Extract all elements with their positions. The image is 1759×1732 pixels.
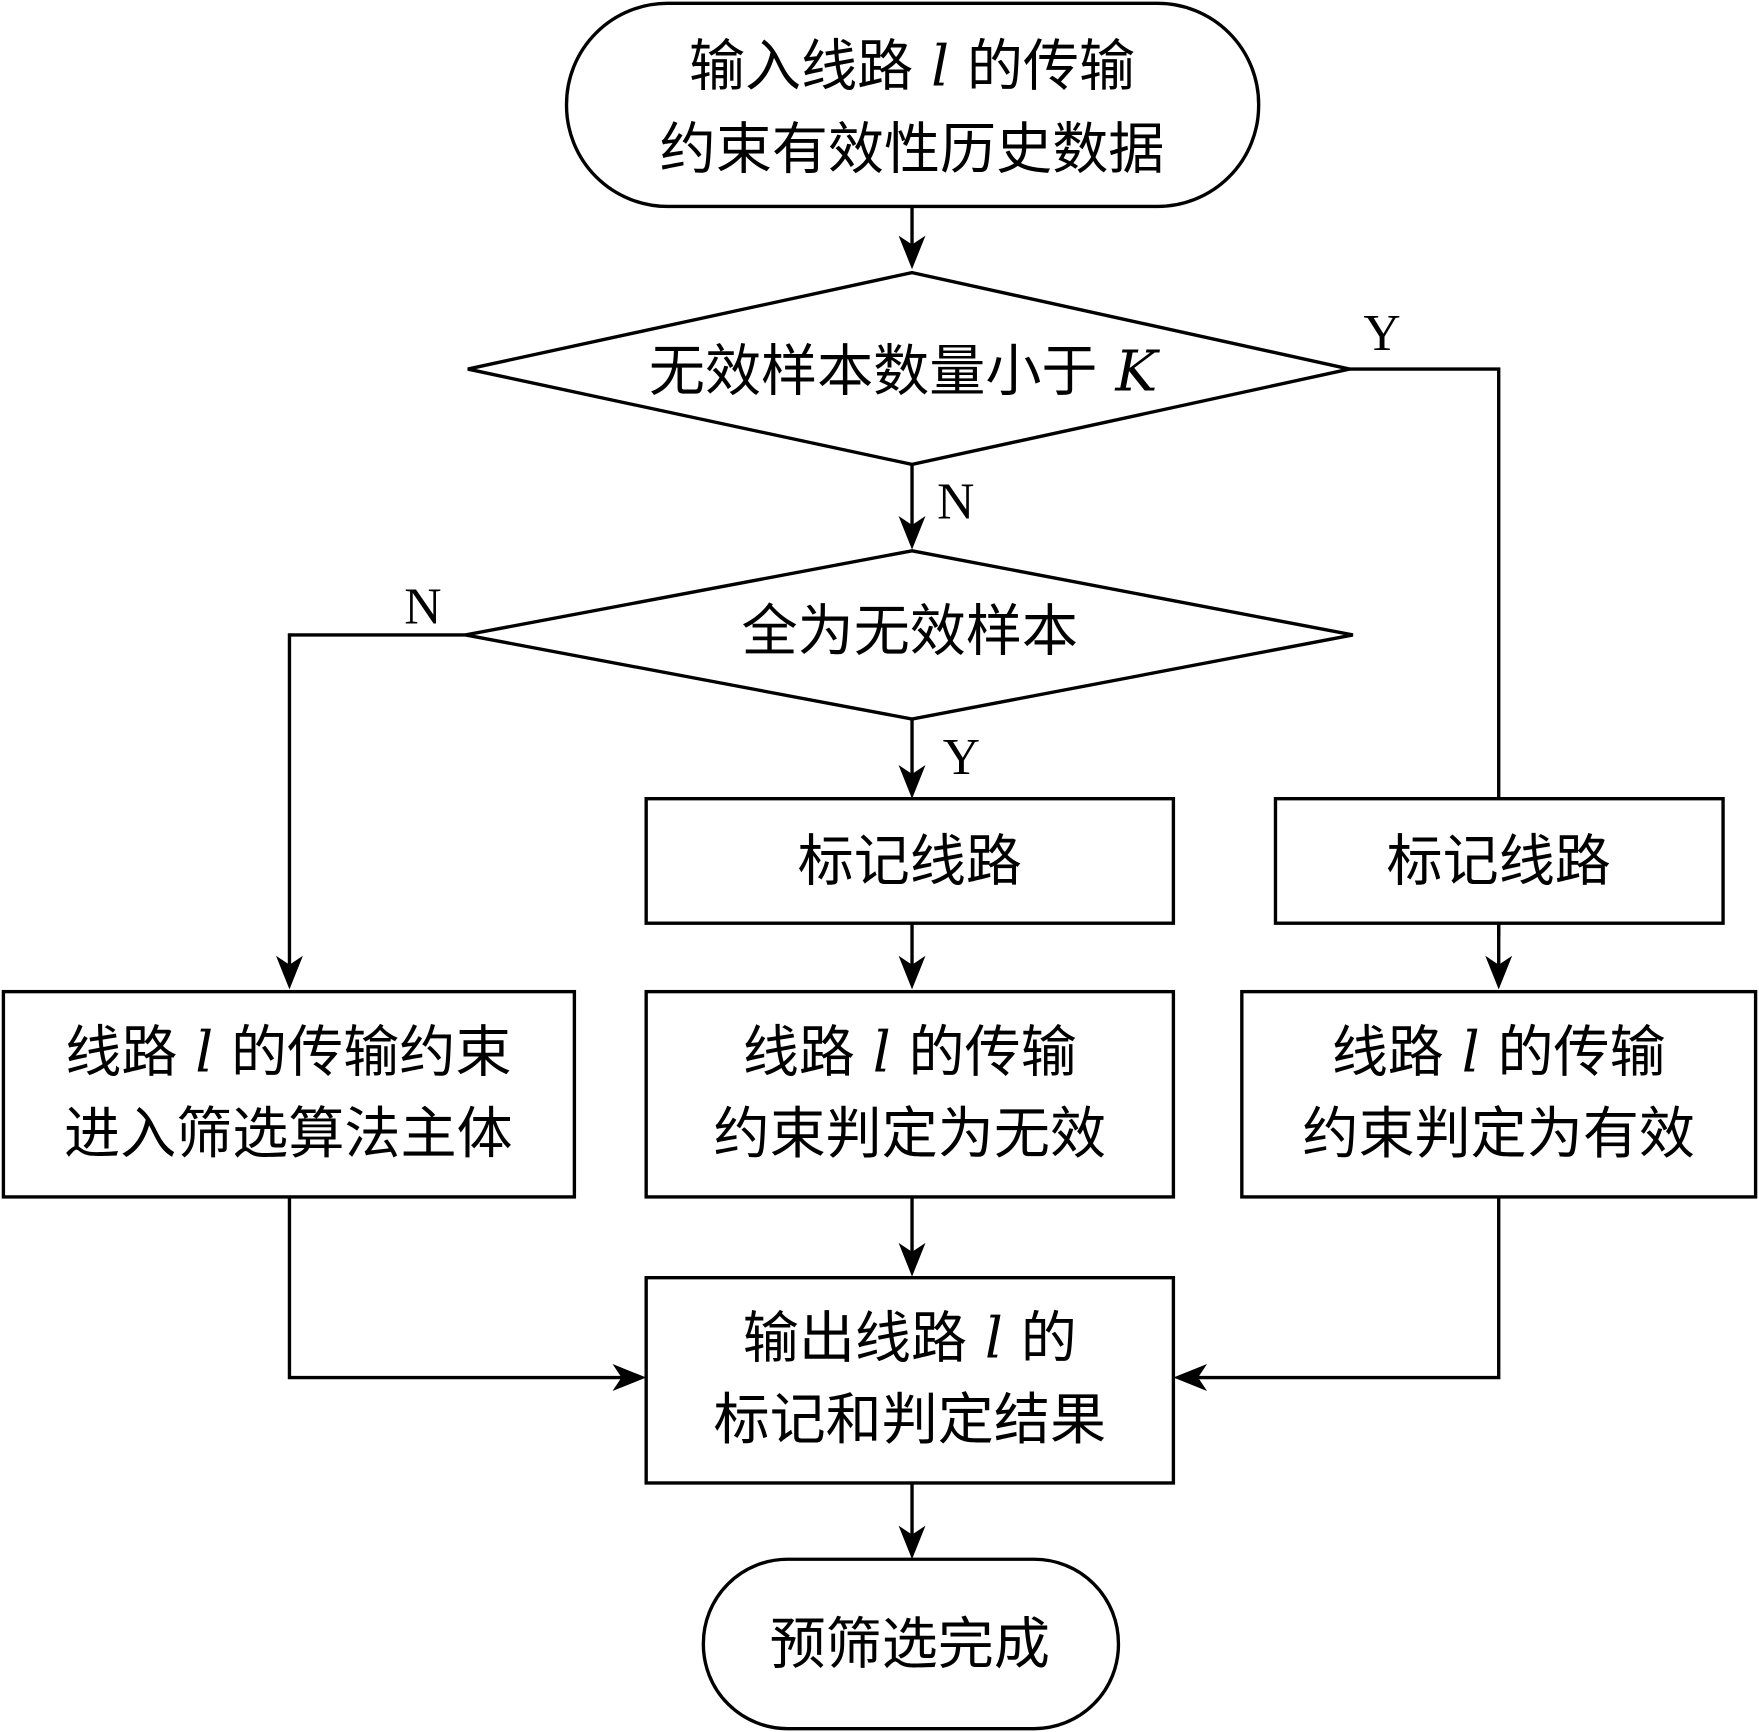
arrowhead: [898, 1242, 926, 1277]
end-text: 预筛选完成: [770, 1613, 1050, 1678]
math-variable: l: [1444, 1020, 1498, 1085]
mid-box-line2: 约束判定为无效: [714, 1102, 1107, 1167]
mark-line-box-right: 标记线路: [1273, 797, 1725, 925]
enter-screening-algorithm-box: 线路 l 的传输约束 进入筛选算法主体: [1, 989, 577, 1199]
left-box-line1: 线路 l 的传输约束: [65, 1020, 511, 1085]
judged-invalid-box: 线路 l 的传输 约束判定为无效: [644, 989, 1176, 1199]
edge-left-to-output: [287, 1196, 624, 1380]
edge-decision1-yes: [1349, 367, 1501, 937]
end-terminal: 预筛选完成: [701, 1557, 1121, 1731]
judged-valid-box: 线路 l 的传输 约束判定为有效: [1240, 989, 1758, 1199]
arrowhead: [1485, 955, 1513, 990]
math-variable: l: [967, 1306, 1021, 1371]
output-line2: 标记和判定结果: [714, 1388, 1107, 1453]
decision-all-invalid: 全为无效样本: [465, 549, 1354, 721]
arrowhead: [898, 516, 926, 550]
output-line1: 输出线路 l 的: [743, 1306, 1077, 1371]
arrowhead: [275, 955, 303, 990]
left-box-line2: 进入筛选算法主体: [64, 1102, 513, 1167]
arrowhead: [898, 235, 926, 270]
edge-right-to-output: [1195, 1196, 1501, 1380]
decision1-text: 无效样本数量小于 K: [649, 339, 1160, 404]
decision2-text: 全为无效样本: [742, 600, 1078, 665]
label-decision1-no: N: [937, 473, 974, 530]
decision-invalid-count-less-than-k: 无效样本数量小于 K: [467, 270, 1350, 467]
arrowhead: [1173, 1364, 1208, 1391]
arrowhead: [898, 1525, 926, 1560]
output-result-box: 输出线路 l 的 标记和判定结果: [644, 1276, 1176, 1485]
math-variable: l: [855, 1020, 909, 1085]
mark-right-text: 标记线路: [1387, 830, 1611, 895]
arrowhead: [898, 955, 926, 990]
mid-box-line1: 线路 l 的传输: [743, 1020, 1077, 1085]
mark-line-box-middle: 标记线路: [644, 797, 1176, 925]
label-decision1-yes: Y: [1363, 305, 1400, 362]
label-decision2-no: N: [404, 579, 441, 636]
math-variable: l: [913, 34, 967, 99]
arrowhead: [898, 765, 926, 799]
right-box-line1: 线路 l 的传输: [1332, 1020, 1666, 1085]
start-terminal: 输入线路 l 的传输 约束有效性历史数据: [564, 1, 1261, 209]
start-text-line2: 约束有效性历史数据: [660, 117, 1165, 182]
start-text-line1: 输入线路 l 的传输: [689, 34, 1135, 99]
mark-middle-text: 标记线路: [798, 830, 1022, 895]
math-variable: l: [177, 1020, 231, 1085]
right-box-line2: 约束判定为有效: [1302, 1102, 1695, 1167]
edge-decision2-no: [287, 633, 466, 965]
label-decision2-yes: Y: [943, 729, 980, 786]
arrowhead: [612, 1364, 647, 1391]
math-variable: K: [1098, 339, 1161, 404]
